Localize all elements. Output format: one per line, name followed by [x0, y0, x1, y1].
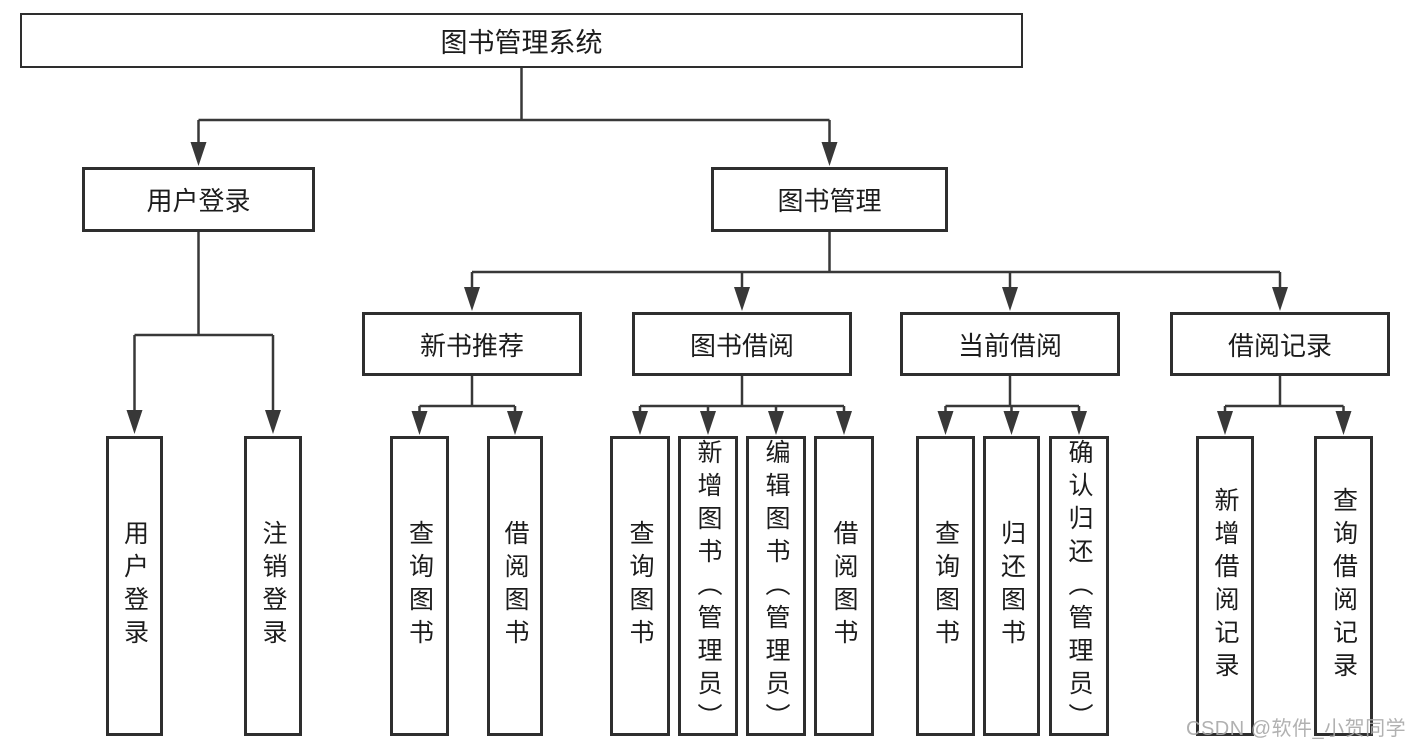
- leaf-query-borrow-record: 查询借阅记录: [1314, 436, 1373, 736]
- node-borrow-records: 借阅记录: [1170, 312, 1390, 376]
- node-label: 查询图书: [626, 520, 654, 652]
- node-label: 图书借阅: [689, 330, 794, 361]
- leaf-confirm-return-admin: 确认归还（管理员）: [1049, 436, 1109, 736]
- node-label: 新增图书（管理员）: [694, 439, 722, 736]
- node-book-management: 图书管理: [711, 167, 948, 232]
- node-label: 借阅图书: [501, 520, 529, 652]
- leaf-user-login: 用户登录: [106, 436, 163, 736]
- node-label: 归还图书: [997, 520, 1026, 652]
- node-label: 确认归还（管理员）: [1065, 439, 1093, 736]
- branch-user-login: [126, 232, 281, 434]
- leaf-logout: 注销登录: [244, 436, 302, 736]
- node-label: 新书推荐: [419, 330, 524, 361]
- leaf-query-books-borrow: 查询图书: [610, 436, 670, 736]
- node-label: 查询借阅记录: [1329, 487, 1358, 685]
- node-label: 图书管理系统: [440, 28, 603, 58]
- leaf-edit-book-admin: 编辑图书（管理员）: [746, 436, 806, 736]
- branch-book-borrow: [632, 376, 852, 435]
- leaf-query-books-current: 查询图书: [916, 436, 975, 736]
- node-label: 编辑图书（管理员）: [762, 439, 790, 736]
- branch-book-management: [464, 232, 1288, 311]
- node-label: 图书管理: [777, 186, 882, 216]
- branch-root: [190, 68, 838, 166]
- node-library-management-system: 图书管理系统: [20, 13, 1023, 68]
- node-label: 注销登录: [259, 520, 287, 652]
- branch-new-book-recommend: [411, 376, 523, 435]
- node-label: 借阅图书: [830, 520, 858, 652]
- leaf-add-borrow-record: 新增借阅记录: [1196, 436, 1254, 736]
- node-label: 查询图书: [405, 520, 434, 652]
- node-label: 查询图书: [931, 520, 960, 652]
- leaf-borrow-books-recommend: 借阅图书: [487, 436, 543, 736]
- node-label: 当前借阅: [957, 330, 1062, 361]
- node-label: 借阅记录: [1227, 330, 1332, 361]
- node-label: 新增借阅记录: [1211, 487, 1239, 685]
- leaf-borrow-books: 借阅图书: [814, 436, 874, 736]
- node-book-borrow: 图书借阅: [632, 312, 852, 376]
- node-new-book-recommend: 新书推荐: [362, 312, 582, 376]
- branch-borrow-records: [1217, 376, 1352, 435]
- csdn-watermark: CSDN @软件_小贺同学: [1186, 718, 1405, 740]
- node-label: 用户登录: [146, 186, 251, 216]
- node-user-login: 用户登录: [82, 167, 315, 232]
- leaf-return-book: 归还图书: [983, 436, 1040, 736]
- leaf-query-books-recommend: 查询图书: [390, 436, 449, 736]
- branch-current-borrow: [937, 376, 1087, 435]
- node-label: 用户登录: [120, 520, 149, 652]
- node-current-borrow: 当前借阅: [900, 312, 1120, 376]
- leaf-add-book-admin: 新增图书（管理员）: [678, 436, 738, 736]
